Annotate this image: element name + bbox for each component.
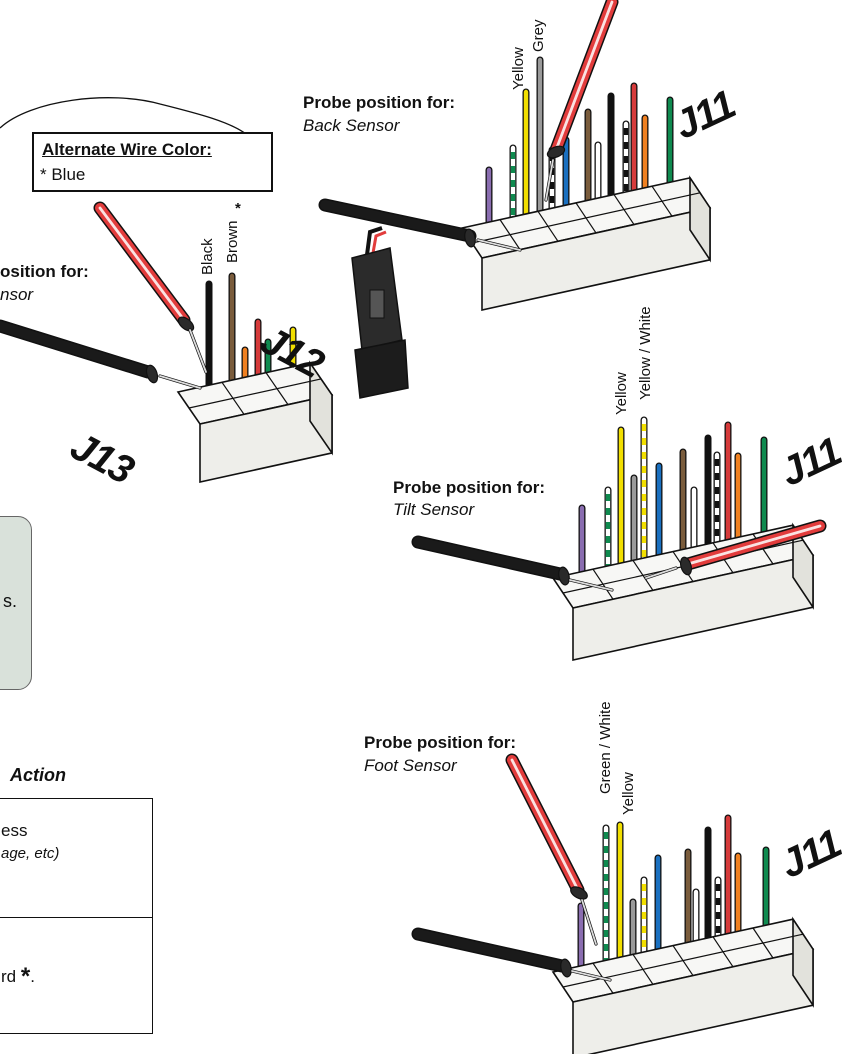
probe-back-label: Probe position for: — [303, 93, 456, 112]
probe-left-label: osition for: — [0, 262, 89, 281]
probe-back-sensor: Back Sensor — [303, 116, 400, 135]
j11-back-grid-row — [471, 192, 701, 244]
j11-foot-side — [792, 916, 814, 1008]
probe-back-black-body — [320, 200, 475, 241]
probe-foot-red-collar — [570, 886, 588, 900]
connector-j11-foot — [551, 814, 815, 1059]
probe-back-red-highlight — [554, 0, 614, 152]
wire-label-grey-back: Grey — [530, 19, 547, 52]
probe-foot-red-tip — [581, 899, 597, 945]
j13-grid-row — [188, 378, 322, 409]
probe-tilt-red-highlight — [686, 524, 822, 566]
probe-foot-black-body — [413, 929, 567, 971]
connector-j11-back — [460, 56, 712, 311]
note-text: s. — [3, 591, 18, 611]
probe-back-red-collar — [546, 145, 566, 159]
leader-arc — [0, 97, 247, 135]
probe-tilt-black-collar — [558, 566, 570, 586]
action-table: ess age, etc) rd *. — [0, 798, 153, 1034]
wire-label-yellow-back: Yellow — [510, 47, 527, 90]
action-row2-prefix: rd — [1, 967, 17, 986]
action-table-divider — [0, 917, 152, 918]
note-box: s. — [0, 516, 32, 690]
action-table-header: Action — [10, 765, 66, 785]
wire-label-black-left: Black — [199, 238, 216, 275]
probe-left-red-tip — [189, 329, 207, 373]
wire-label-yellow-white-tilt: Yellow / White — [637, 306, 654, 400]
action-row2-line: rd *. — [1, 963, 35, 991]
probe-left-sensor: nsor — [0, 285, 34, 304]
wire-label-asterisk: * — [235, 200, 241, 217]
probe-left-red-collar — [177, 316, 195, 332]
probe-back-black-tip — [477, 239, 521, 251]
connector-j12-plug — [351, 226, 409, 399]
test-probes — [0, 0, 827, 982]
alternate-wire-color-value: * Blue — [40, 165, 86, 184]
action-row2-asterisk: * — [20, 963, 31, 990]
wire-label-yellow-tilt: Yellow — [613, 372, 630, 415]
probe-left-red-highlight — [98, 206, 186, 322]
probe-foot-black-tip — [571, 970, 611, 981]
wire-label-brown-left: Brown — [224, 220, 241, 263]
probe-tilt-black-tip — [569, 579, 613, 591]
action-row1-line1: ess — [1, 821, 28, 840]
probe-foot-red-highlight — [510, 758, 580, 892]
alternate-wire-color-title: Alternate Wire Color: — [42, 140, 212, 159]
probe-left-black-collar — [145, 364, 159, 384]
probe-tilt-red-tip — [645, 567, 677, 579]
probe-left-black-tip — [159, 375, 201, 389]
action-row2-suffix: . — [30, 967, 35, 986]
j12-body — [354, 339, 409, 399]
probe-foot-sensor: Foot Sensor — [364, 756, 457, 775]
probe-back-red-tip — [545, 159, 554, 201]
alternate-wire-color-box: Alternate Wire Color: * Blue — [32, 132, 273, 192]
connector-j13 — [176, 272, 334, 483]
probe-foot-label: Probe position for: — [364, 733, 517, 752]
probe-tilt-label: Probe position for: — [393, 478, 546, 497]
wire-label-green-white-foot: Green / White — [597, 701, 614, 794]
probe-foot-black-collar — [560, 958, 572, 978]
probe-tilt-red-collar — [679, 556, 693, 576]
j13-side — [309, 360, 333, 456]
probe-tilt-black-body — [413, 537, 565, 579]
probe-left-black-body — [0, 321, 153, 377]
j11-back-side — [689, 175, 711, 263]
wire-label-yellow-foot: Yellow — [620, 772, 637, 815]
probe-tilt-sensor: Tilt Sensor — [393, 500, 475, 519]
probe-back-black-collar — [464, 228, 476, 248]
j12-latch — [369, 289, 385, 319]
action-row1-line2: age, etc) — [1, 845, 60, 862]
j11-tilt-side — [792, 522, 814, 610]
